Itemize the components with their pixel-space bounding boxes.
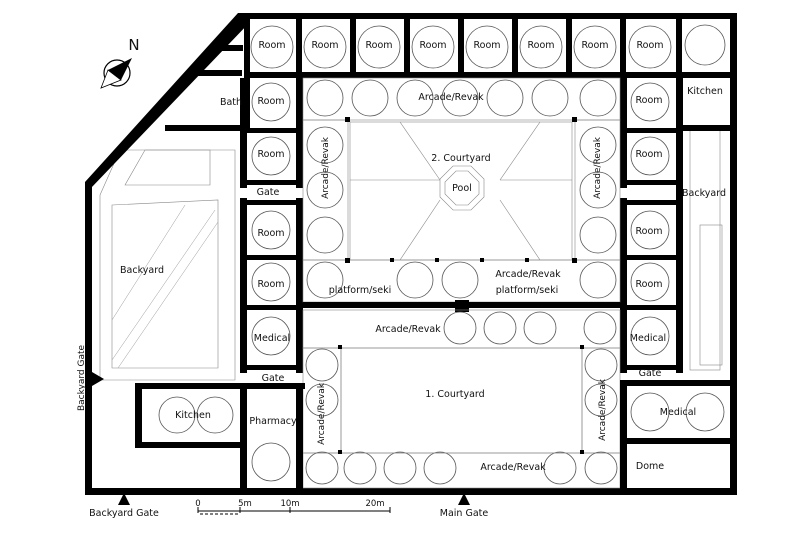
backyard-gate-bottom-marker: [118, 493, 130, 505]
room-label: Room: [365, 40, 392, 51]
main-gate-label: Main Gate: [440, 508, 489, 519]
scale-bar: 0 5m 10m 20m: [195, 499, 391, 515]
arcade-mid-label: Arcade/Revak: [495, 269, 561, 280]
arcade-north-label: Arcade/Revak: [418, 92, 484, 103]
backyard-west-area: [99, 149, 236, 381]
backyard-west-label: Backyard: [120, 265, 164, 276]
room-label: Room: [527, 40, 554, 51]
room-label: Room: [419, 40, 446, 51]
platform-east-label: platform/seki: [496, 285, 559, 296]
room-label: Room: [258, 40, 285, 51]
upper-arcades: [302, 77, 621, 261]
medical-west-label: Medical: [254, 333, 290, 344]
room-label: Room: [311, 40, 338, 51]
room-label: Room: [257, 279, 284, 290]
north-label: N: [128, 36, 139, 54]
kitchen-ne-wall-south: [682, 125, 730, 131]
kitchen-ne-wall: [682, 72, 730, 78]
dome-label: Dome: [636, 461, 664, 472]
backyard-gate-side-label: Backyard Gate: [77, 345, 87, 412]
medical-se-label: Medical: [660, 407, 696, 418]
main-gate-marker: [458, 493, 470, 505]
courtyard-1-area: [340, 347, 583, 454]
backyard-east-label: Backyard: [682, 188, 726, 199]
room-label: Room: [635, 226, 662, 237]
gate-west-lower-label: Gate: [262, 373, 285, 384]
outer-walls: [85, 13, 737, 495]
scale-label-5m: 5m: [238, 499, 252, 509]
se-block: [620, 380, 735, 490]
room-label: Room: [635, 95, 662, 106]
room-label: Room: [581, 40, 608, 51]
kitchen-sw-label: Kitchen: [175, 410, 211, 421]
arcade-east-lower-label: Arcade/Revak: [598, 378, 608, 441]
room-label: Room: [473, 40, 500, 51]
platform-row: [302, 259, 621, 312]
pharmacy-label: Pharmacy: [249, 416, 297, 427]
north-arrow: N: [100, 36, 140, 89]
courtyard-2-label: 2. Courtyard: [431, 153, 490, 164]
scale-label-10m: 10m: [280, 499, 299, 509]
platform-west-label: platform/seki: [329, 285, 392, 296]
gate-west-upper-label: Gate: [257, 187, 280, 198]
kitchen-ne-label: Kitchen: [687, 86, 723, 97]
medical-east-label: Medical: [630, 333, 666, 344]
room-label: Room: [636, 40, 663, 51]
scale-label-20m: 20m: [365, 499, 384, 509]
backyard-gate-bottom-label: Backyard Gate: [89, 508, 159, 519]
arcade-south-label: Arcade/Revak: [480, 462, 546, 473]
pool: [439, 165, 485, 211]
room-label: Room: [635, 279, 662, 290]
courtyard-1-label: 1. Courtyard: [425, 389, 484, 400]
room-label: Room: [257, 96, 284, 107]
room-label: Room: [635, 149, 662, 160]
columns: [338, 117, 584, 454]
room-label: Room: [257, 228, 284, 239]
room-label: Room: [257, 149, 284, 160]
east-room-column: [620, 78, 683, 373]
bath-label: Bath: [220, 97, 242, 108]
pool-label: Pool: [452, 183, 472, 194]
backyard-gate-side-marker: [92, 372, 104, 386]
backyard-east-area: [689, 129, 723, 371]
arcade-east-upper-label: Arcade/Revak: [593, 136, 603, 199]
scale-label-0: 0: [195, 499, 200, 509]
west-room-column: [240, 78, 303, 373]
arcade-lower-north-label: Arcade/Revak: [375, 324, 441, 335]
gate-east-lower-label: Gate: [639, 368, 662, 379]
arcade-west-upper-label: Arcade/Revak: [321, 136, 331, 199]
sw-block: [135, 383, 305, 493]
arcade-west-lower-label: Arcade/Revak: [317, 382, 327, 445]
north-room-row: [244, 19, 726, 129]
